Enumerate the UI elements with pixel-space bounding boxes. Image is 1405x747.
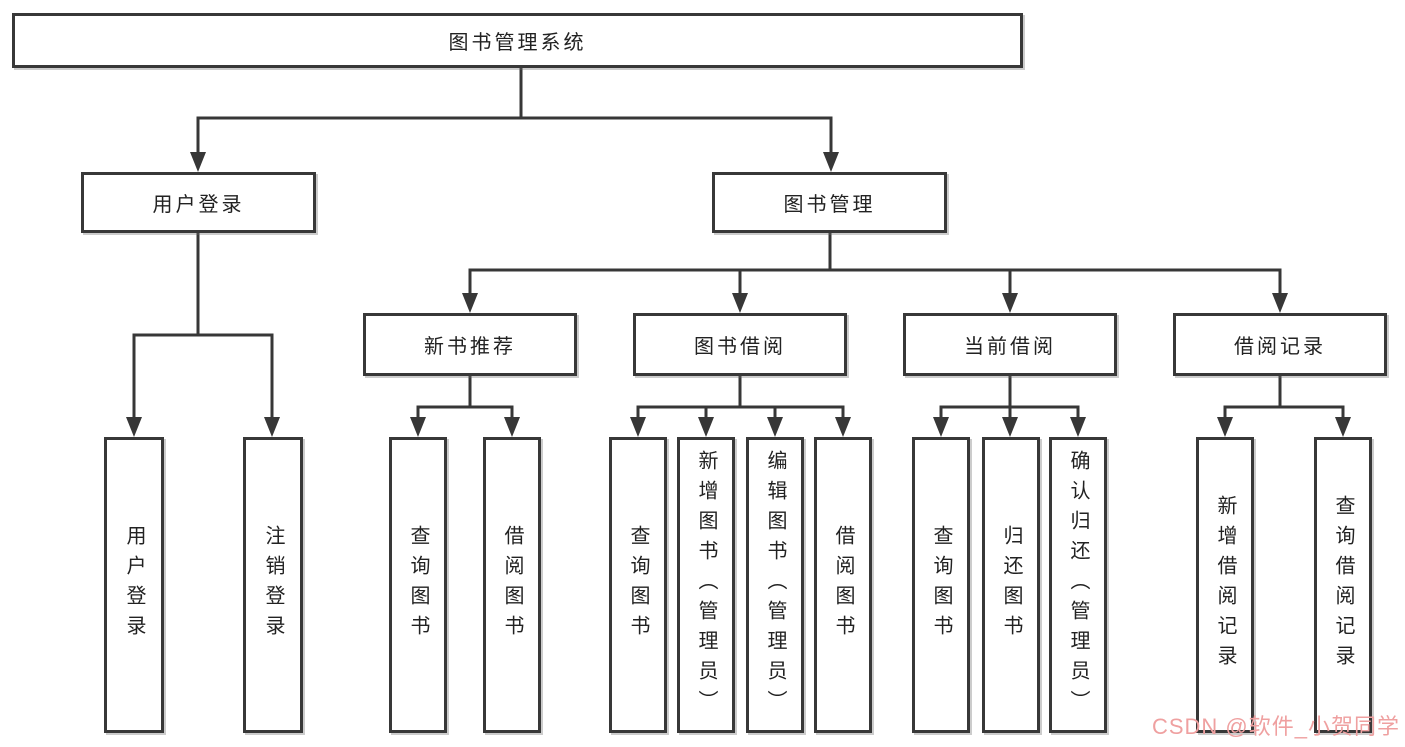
leaf-recommend-borrow-books: 借阅图书 (483, 437, 541, 733)
node-book-management-label: 图书管理 (783, 194, 876, 216)
leaf-borrow-edit-books-admin-label: 编辑图书（管理员） (764, 450, 786, 720)
node-borrow-records: 借阅记录 (1173, 313, 1387, 376)
node-user-login: 用户登录 (81, 172, 316, 233)
leaf-borrow-borrow-books: 借阅图书 (814, 437, 872, 733)
branch-user-login (126, 231, 280, 437)
arrow-down-icon (126, 417, 142, 437)
branch-book-borrow (630, 374, 851, 437)
node-current-borrow: 当前借阅 (903, 313, 1117, 376)
leaf-borrow-query-books-label: 查询图书 (627, 525, 649, 645)
node-book-borrow-label: 图书借阅 (694, 336, 786, 358)
arrow-down-icon (630, 417, 646, 437)
leaf-user-login-label: 用户登录 (123, 525, 145, 645)
node-user-login-label: 用户登录 (152, 194, 245, 216)
arrow-down-icon (1002, 293, 1018, 313)
arrow-down-icon (732, 293, 748, 313)
arrow-down-icon (1070, 417, 1086, 437)
node-root: 图书管理系统 (12, 13, 1023, 68)
leaf-borrow-add-books-admin-label: 新增图书（管理员） (695, 450, 717, 720)
leaf-current-confirm-return-admin: 确认归还（管理员） (1049, 437, 1107, 733)
leaf-current-query-books-label: 查询图书 (930, 525, 952, 645)
node-new-book-recommend: 新书推荐 (363, 313, 577, 376)
leaf-current-query-books: 查询图书 (912, 437, 970, 733)
branch-root (190, 66, 839, 172)
arrow-down-icon (1002, 417, 1018, 437)
arrow-down-icon (1272, 293, 1288, 313)
arrow-down-icon (264, 417, 280, 437)
arrow-down-icon (504, 417, 520, 437)
node-book-borrow: 图书借阅 (633, 313, 847, 376)
leaf-current-return-books-label: 归还图书 (1000, 525, 1022, 645)
arrow-down-icon (933, 417, 949, 437)
branch-book-management (462, 231, 1288, 313)
leaf-borrow-query-books: 查询图书 (609, 437, 667, 733)
arrow-down-icon (190, 152, 206, 172)
leaf-recommend-borrow-books-label: 借阅图书 (501, 525, 523, 645)
csdn-watermark: CSDN @软件_小贺同学 (1151, 714, 1400, 739)
branch-current-borrow (933, 374, 1086, 437)
leaf-user-login: 用户登录 (104, 437, 164, 733)
branch-borrow-records (1217, 374, 1351, 437)
arrow-down-icon (767, 417, 783, 437)
branch-new-book-recommend (410, 374, 520, 437)
arrow-down-icon (1335, 417, 1351, 437)
leaf-record-query-record: 查询借阅记录 (1314, 437, 1372, 733)
arrow-down-icon (835, 417, 851, 437)
leaf-record-add-record-label: 新增借阅记录 (1214, 495, 1236, 675)
leaf-recommend-query-books-label: 查询图书 (407, 525, 429, 645)
leaf-borrow-edit-books-admin: 编辑图书（管理员） (746, 437, 804, 733)
leaf-logout: 注销登录 (243, 437, 303, 733)
leaf-logout-label: 注销登录 (262, 525, 284, 645)
arrow-down-icon (698, 417, 714, 437)
node-new-book-recommend-label: 新书推荐 (424, 336, 516, 358)
leaf-borrow-add-books-admin: 新增图书（管理员） (677, 437, 735, 733)
arrow-down-icon (410, 417, 426, 437)
leaf-current-confirm-return-admin-label: 确认归还（管理员） (1067, 450, 1089, 720)
leaf-record-query-record-label: 查询借阅记录 (1332, 495, 1354, 675)
node-root-label: 图书管理系统 (448, 32, 587, 54)
leaf-record-add-record: 新增借阅记录 (1196, 437, 1254, 733)
leaf-recommend-query-books: 查询图书 (389, 437, 447, 733)
arrow-down-icon (462, 293, 478, 313)
leaf-borrow-borrow-books-label: 借阅图书 (832, 525, 854, 645)
arrow-down-icon (823, 152, 839, 172)
node-borrow-records-label: 借阅记录 (1234, 336, 1326, 358)
leaf-current-return-books: 归还图书 (982, 437, 1040, 733)
node-current-borrow-label: 当前借阅 (964, 336, 1056, 358)
arrow-down-icon (1217, 417, 1233, 437)
node-book-management: 图书管理 (712, 172, 947, 233)
